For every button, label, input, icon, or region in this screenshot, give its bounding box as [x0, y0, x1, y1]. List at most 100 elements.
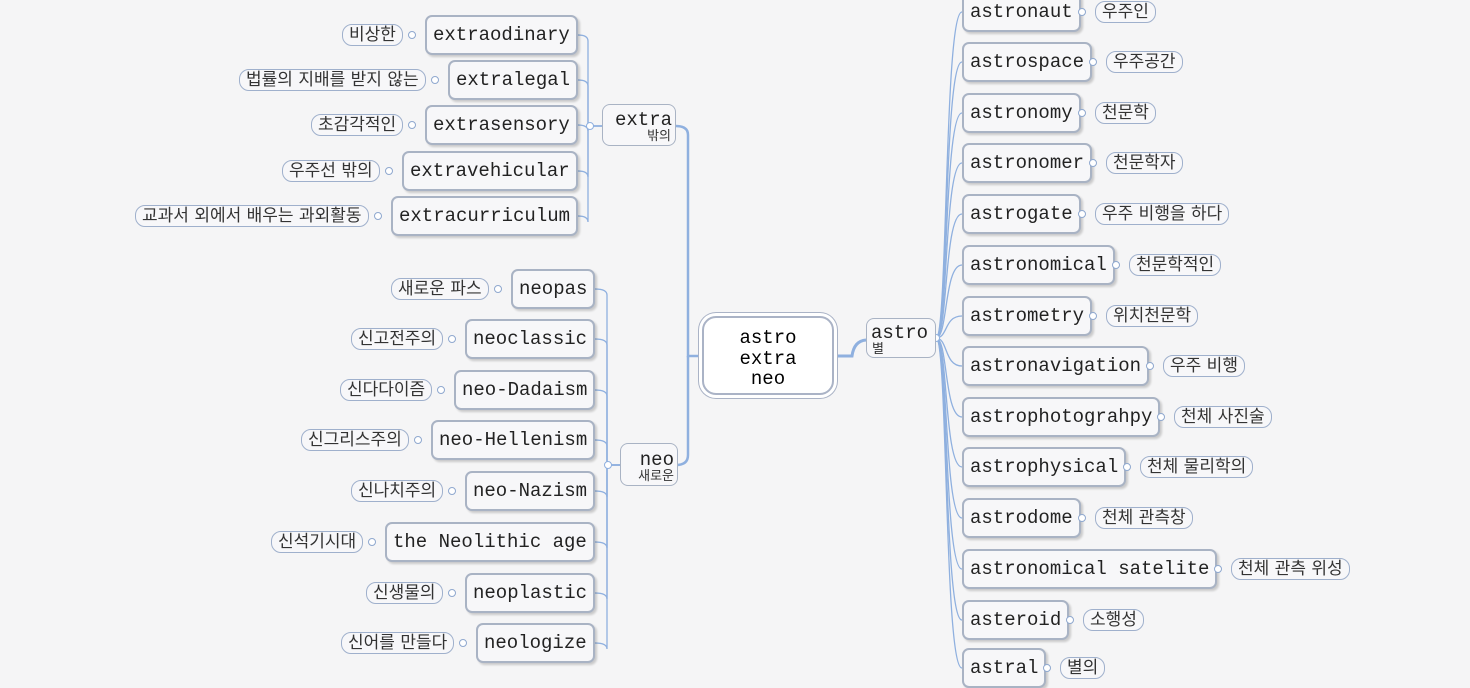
- branch-meaning: 밖의: [647, 129, 671, 144]
- meaning-node[interactable]: 우주공간: [1106, 51, 1183, 73]
- meaning-node[interactable]: 천문학적인: [1129, 254, 1222, 276]
- meaning-node[interactable]: 신다다이즘: [340, 379, 433, 401]
- link-line: [935, 337, 963, 418]
- link-line: [594, 464, 620, 498]
- link-line: [935, 213, 963, 339]
- meaning-node[interactable]: 소행성: [1083, 609, 1144, 631]
- word-node[interactable]: astronomy: [962, 93, 1081, 133]
- meaning-node[interactable]: 천체 관측창: [1095, 507, 1193, 529]
- branch-label: extra: [614, 109, 672, 131]
- meaning-node[interactable]: 천체 관측 위성: [1231, 558, 1350, 580]
- branch-astro[interactable]: astro 별: [866, 318, 936, 358]
- meaning-node[interactable]: 우주선 밖의: [282, 160, 380, 182]
- word-node[interactable]: astronomer: [962, 143, 1093, 183]
- word-node[interactable]: astrodome: [962, 498, 1081, 538]
- meaning-node[interactable]: 천체 물리학의: [1140, 456, 1254, 478]
- connector-dot-icon: [385, 167, 393, 175]
- branch-meaning: 새로운: [638, 469, 674, 484]
- link-line: [935, 337, 963, 519]
- branch-neo[interactable]: neo 새로운: [620, 443, 678, 486]
- connector-dot-icon: [1123, 463, 1131, 471]
- connector-dot-icon: [459, 639, 467, 647]
- word-node[interactable]: astrogate: [962, 194, 1081, 234]
- connector-dot-icon: [1089, 159, 1097, 167]
- meaning-node[interactable]: 천문학: [1095, 102, 1156, 124]
- word-node[interactable]: neoclassic: [465, 319, 596, 359]
- link-line: [577, 125, 602, 223]
- link-line: [594, 338, 620, 466]
- meaning-node[interactable]: 신석기시대: [271, 531, 364, 553]
- meaning-node[interactable]: 우주인: [1095, 1, 1156, 23]
- meaning-node[interactable]: 우주 비행을 하다: [1095, 203, 1230, 225]
- word-node[interactable]: astral: [962, 648, 1047, 688]
- word-node[interactable]: neo-Nazism: [465, 471, 596, 511]
- word-node[interactable]: extravehicular: [402, 151, 578, 191]
- connector-dot-icon: [494, 285, 502, 293]
- meaning-node[interactable]: 신그리스주의: [301, 429, 409, 451]
- meaning-node[interactable]: 우주 비행: [1163, 355, 1245, 377]
- word-node[interactable]: the Neolithic age: [385, 522, 595, 562]
- meaning-node[interactable]: 신생물의: [366, 582, 443, 604]
- word-node[interactable]: neologize: [476, 623, 595, 663]
- word-node[interactable]: neo-Hellenism: [431, 420, 596, 460]
- word-node[interactable]: extrasensory: [425, 105, 578, 145]
- word-node[interactable]: asteroid: [962, 600, 1070, 640]
- link-line: [935, 337, 963, 669]
- word-node[interactable]: extracurriculum: [391, 196, 579, 236]
- meaning-node[interactable]: 천체 사진술: [1174, 406, 1272, 428]
- word-node[interactable]: neopas: [511, 269, 596, 309]
- link-line: [594, 439, 620, 466]
- branch-extra[interactable]: extra 밖의: [602, 104, 676, 146]
- link-line: [594, 464, 620, 650]
- word-node[interactable]: extraodinary: [425, 15, 578, 55]
- word-node[interactable]: astronomical satelite: [962, 549, 1218, 589]
- meaning-node[interactable]: 비상한: [342, 24, 403, 46]
- central-line-neo: neo: [750, 368, 786, 390]
- central-line-extra: extra: [739, 347, 797, 370]
- meaning-node[interactable]: 교과서 외에서 배우는 과외활동: [135, 205, 369, 227]
- word-node[interactable]: astrometry: [962, 296, 1093, 336]
- link-line: [935, 162, 963, 339]
- link-line: [594, 288, 620, 466]
- connector-dot-icon: [1066, 616, 1074, 624]
- meaning-node[interactable]: 신나치주의: [351, 480, 444, 502]
- connector-dot-icon: [448, 487, 456, 495]
- connector-dot-icon: [1078, 109, 1086, 117]
- connector-dot-icon: [368, 538, 376, 546]
- meaning-node[interactable]: 신고전주의: [351, 328, 444, 350]
- branch-label: astro: [871, 322, 929, 344]
- word-node[interactable]: astrophotograhpy: [962, 397, 1161, 437]
- connector-dot-icon: [1157, 413, 1165, 421]
- link-line: [935, 337, 963, 468]
- connector-dot-icon: [1078, 210, 1086, 218]
- link-line: [935, 315, 963, 339]
- central-topic[interactable]: astro extra neo: [702, 316, 834, 395]
- word-node[interactable]: astrospace: [962, 42, 1093, 82]
- connector-dot-icon: [1214, 565, 1222, 573]
- word-node[interactable]: astronavigation: [962, 346, 1150, 386]
- word-node[interactable]: astronomical: [962, 245, 1115, 285]
- link-line: [594, 389, 620, 466]
- connector-dot-icon: [431, 76, 439, 84]
- word-node[interactable]: extralegal: [448, 60, 579, 100]
- meaning-node[interactable]: 초감각적인: [311, 114, 404, 136]
- link-line: [935, 264, 963, 339]
- connector-dot-icon: [1146, 362, 1154, 370]
- word-node[interactable]: neo-Dadaism: [454, 370, 596, 410]
- meaning-node[interactable]: 새로운 파스: [391, 278, 489, 300]
- link-line: [935, 112, 963, 339]
- word-node[interactable]: astrophysical: [962, 447, 1127, 487]
- meaning-node[interactable]: 신어를 만들다: [341, 632, 455, 654]
- link-line: [935, 11, 963, 339]
- junction-dot-icon: [604, 461, 612, 469]
- meaning-node[interactable]: 법률의 지배를 받지 않는: [239, 69, 426, 91]
- word-node[interactable]: neoplastic: [465, 573, 596, 613]
- meaning-node[interactable]: 별의: [1060, 657, 1106, 679]
- meaning-node[interactable]: 천문학자: [1106, 152, 1183, 174]
- branch-label: neo: [639, 449, 674, 471]
- connector-dot-icon: [1078, 8, 1086, 16]
- word-node[interactable]: astronaut: [962, 0, 1081, 32]
- link-line: [935, 337, 963, 367]
- meaning-node[interactable]: 위치천문학: [1106, 305, 1199, 327]
- connector-dot-icon: [414, 436, 422, 444]
